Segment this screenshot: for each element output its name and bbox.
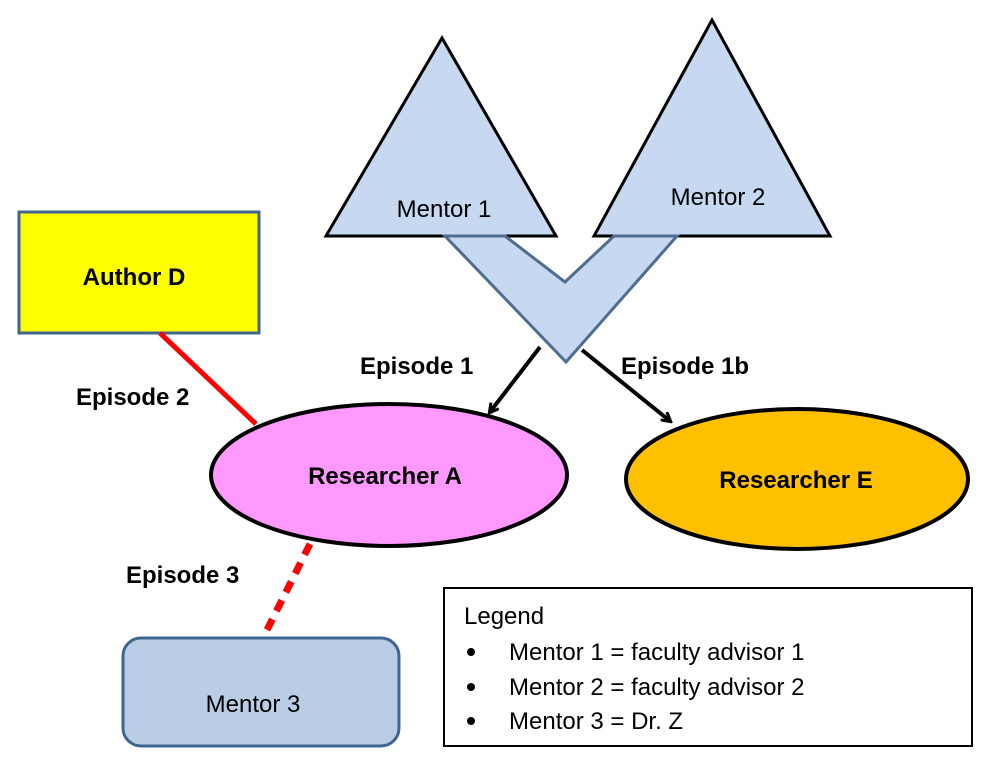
researcher-a-label: Researcher A (308, 463, 462, 490)
legend-item-3: Mentor 3 = Dr. Z (509, 708, 683, 735)
researcher-e-label: Researcher E (719, 467, 872, 494)
episode2-label: Episode 2 (76, 384, 189, 411)
legend-bullet-2 (467, 683, 475, 691)
episode3-label: Episode 3 (126, 562, 239, 589)
mentor3-box (121, 636, 401, 748)
mentor-merge-chevron (441, 234, 681, 365)
legend-title: Legend (464, 603, 544, 630)
author-d-box (17, 210, 261, 335)
episode3-dashed-line (258, 542, 314, 642)
legend-bullet-1 (467, 648, 475, 656)
legend-bullet-3 (467, 717, 475, 725)
researcher-e-node (624, 407, 970, 551)
mentor2-triangle (591, 16, 833, 238)
researcher-a-node (209, 402, 569, 548)
author-d-label: Author D (83, 264, 186, 291)
mentor2-label: Mentor 2 (671, 184, 766, 211)
episode1b-arrow (580, 348, 670, 421)
legend-item-1: Mentor 1 = faculty advisor 1 (509, 639, 804, 666)
mentor3-label: Mentor 3 (206, 691, 301, 718)
episode1-label: Episode 1 (360, 353, 473, 380)
episode2-line (158, 331, 258, 426)
legend-item-2: Mentor 2 = faculty advisor 2 (509, 674, 804, 701)
mentor1-label: Mentor 1 (397, 196, 492, 223)
episode1-arrow (490, 345, 542, 412)
legend-box (443, 587, 973, 747)
episode1b-label: Episode 1b (621, 353, 749, 380)
mentor1-triangle (323, 35, 559, 238)
